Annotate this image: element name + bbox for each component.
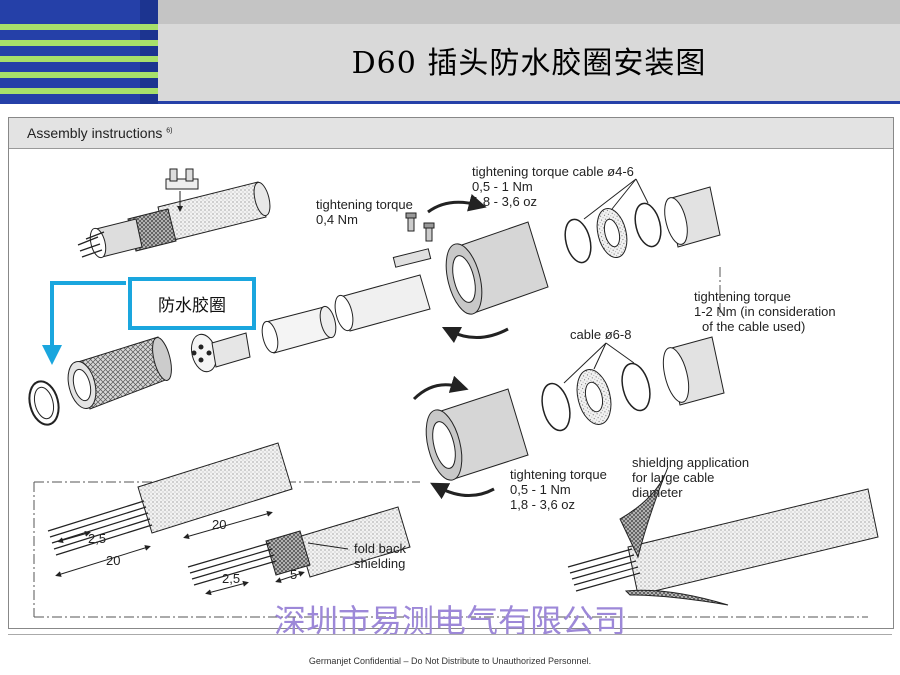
sleeve-plain [261,305,337,354]
torque-bottom-label: tightening torque [510,467,607,482]
seal-rings-lower [541,336,725,432]
seal-rings-upper [564,178,721,264]
page-title: D60 插头防水胶圈安装图 [351,46,707,81]
fold-back-label-1: fold back [354,541,407,556]
housing-upper [427,193,549,344]
cable-prep-2 [183,506,411,596]
contact-insert [190,332,251,373]
title-bar [158,0,900,104]
panel-header: Assembly instructions 6) [9,118,893,149]
torque-left-label: tightening torque [316,197,413,212]
torque-top-label: tightening torque cable ø4-6 [472,164,634,179]
torque-bottom-value: 0,5 - 1 Nm [510,482,571,497]
sleeve-strain-relief [334,248,432,332]
housing-lower [412,375,529,500]
dim-20-a: 20 [106,553,120,568]
seal-callout-label: 防水胶圈 [158,296,226,316]
waterproof-seal-ring [28,380,60,426]
assembly-diagram: tightening torque 0,4 Nm tightening torq… [28,164,879,618]
dim-2-5-a: 2,5 [88,531,106,546]
torque-left-value: 0,4 Nm [316,212,358,227]
shielding-label-2: for large cable [632,470,714,485]
torque-right-value: 1-2 Nm (in consideration [694,304,836,319]
cable-prep-1 [47,442,293,577]
coupling-ring [67,336,172,410]
dim-5: 5 [290,567,297,582]
torque-right-note: of the cable used) [702,319,805,334]
shielding-label-3: diameter [632,485,683,500]
cable-with-insert-top [77,168,271,259]
annotations: tightening torque 0,4 Nm tightening torq… [88,164,836,586]
footer-divider [8,634,892,635]
company-watermark: 深圳市易测电气有限公司 [273,603,626,639]
cable-68-label: cable ø6-8 [570,327,631,342]
callout-arrow [42,281,126,365]
fold-back-label-2: shielding [354,556,405,571]
footer-text: Germanjet Confidential – Do Not Distribu… [308,656,592,666]
dim-2-5-b: 2,5 [222,571,240,586]
torque-top-value: 0,5 - 1 Nm [472,179,533,194]
logo-block [0,0,158,104]
seal-callout-box: 防水胶圈 [128,277,256,330]
torque-top-value-oz: 1,8 - 3,6 oz [472,194,537,209]
panel-heading-note: 6) [166,127,173,135]
torque-bottom-value-oz: 1,8 - 3,6 oz [510,497,575,512]
dim-20-b: 20 [212,517,226,532]
cable-prep-large [567,466,879,606]
torque-right-label: tightening torque [694,289,791,304]
panel-heading: Assembly instructions [27,125,163,141]
shielding-label-1: shielding application [632,455,749,470]
screws [405,212,435,242]
